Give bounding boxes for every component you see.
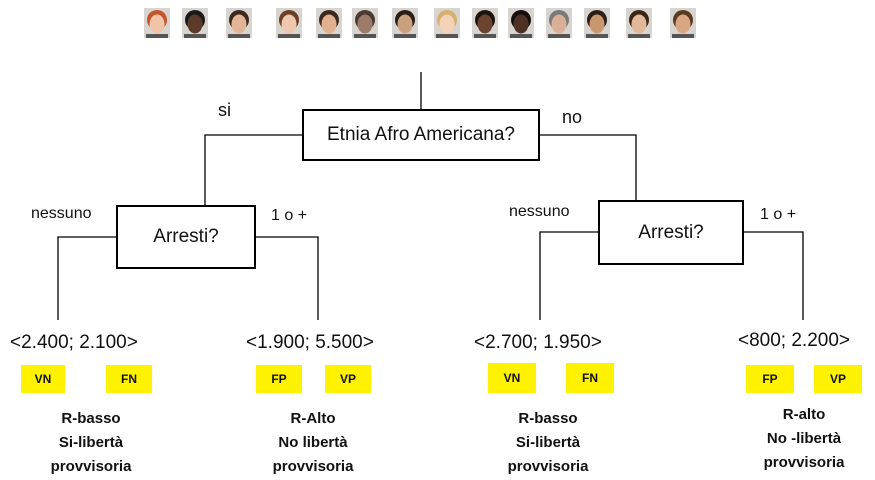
left-none-label: nessuno: [31, 205, 92, 222]
leaf-4-release: No -libertà: [766, 430, 842, 447]
face-3: [226, 8, 252, 38]
leaf-2-risk: R-Alto: [290, 410, 336, 427]
root-no-label: no: [562, 107, 583, 127]
face-13: [626, 8, 652, 38]
leaf-3-release-2: provvisoria: [507, 458, 589, 475]
face-4: [276, 8, 302, 38]
face-10: [508, 8, 534, 38]
left-question-box: Arresti?: [116, 205, 256, 269]
leaf-1-risk: R-basso: [61, 410, 121, 427]
leaf-3-counts: <2.700; 1.950>: [474, 332, 602, 353]
right-none-label: nessuno: [509, 203, 570, 220]
leaf-4-release-2: provvisoria: [763, 454, 845, 471]
face-12: [584, 8, 610, 38]
face-1: [144, 8, 170, 38]
leaf-1-outcome: R-basso Si-libertà provvisoria: [16, 407, 166, 479]
face-2: [182, 8, 208, 38]
leaf-2-badge-fp: FP: [256, 365, 302, 393]
root-question-label: Etnia Afro Americana?: [327, 124, 515, 145]
leaf-4-counts: <800; 2.200>: [738, 330, 850, 351]
root-yes-label: si: [218, 100, 231, 120]
face-7: [392, 8, 418, 38]
leaf-1-counts: <2.400; 2.100>: [10, 332, 138, 353]
leaf-1-badge-fn: FN: [106, 365, 152, 393]
face-9: [472, 8, 498, 38]
left-arrests-label: 1 o +: [271, 207, 308, 224]
leaf-3-badge-fn: FN: [566, 363, 614, 393]
face-5: [316, 8, 342, 38]
face-14: [670, 8, 696, 38]
leaf-2-badge-vp: VP: [325, 365, 371, 393]
right-none-edge: [539, 231, 598, 320]
root-no-edge: [540, 134, 637, 200]
leaf-4-risk: R-alto: [782, 406, 826, 423]
leaf-2-release: No libertà: [278, 434, 348, 451]
leaf-3-risk: R-basso: [518, 410, 578, 427]
leaf-2-release-2: provvisoria: [272, 458, 354, 475]
leaf-3-release: Si-libertà: [515, 434, 581, 451]
right-question-box: Arresti?: [598, 200, 744, 265]
leaf-3-outcome: R-basso Si-libertà provvisoria: [473, 407, 623, 479]
right-question-label: Arresti?: [638, 221, 704, 243]
leaf-4-badge-fp: FP: [746, 365, 794, 393]
leaf-1-release-2: provvisoria: [50, 458, 132, 475]
left-arrests-edge: [256, 236, 319, 320]
left-question-label: Arresti?: [153, 226, 219, 247]
face-11: [546, 8, 572, 38]
root-question-box: Etnia Afro Americana?: [302, 109, 540, 161]
face-8: [434, 8, 460, 38]
leaf-4-badge-vp: VP: [814, 365, 862, 393]
leaf-2-outcome: R-Alto No libertà provvisoria: [238, 407, 388, 479]
right-arrests-edge: [744, 231, 804, 320]
leaf-4-outcome: R-alto No -libertà provvisoria: [729, 403, 875, 475]
faces-row: [144, 8, 704, 40]
root-yes-edge: [204, 134, 302, 205]
leaf-2-counts: <1.900; 5.500>: [246, 332, 374, 353]
left-none-edge: [57, 236, 116, 320]
right-arrests-label: 1 o +: [760, 206, 797, 223]
leaf-3-badge-vn: VN: [488, 363, 536, 393]
leaf-1-badge-vn: VN: [21, 365, 65, 393]
leaf-1-release: Si-libertà: [58, 434, 124, 451]
face-6: [352, 8, 378, 38]
